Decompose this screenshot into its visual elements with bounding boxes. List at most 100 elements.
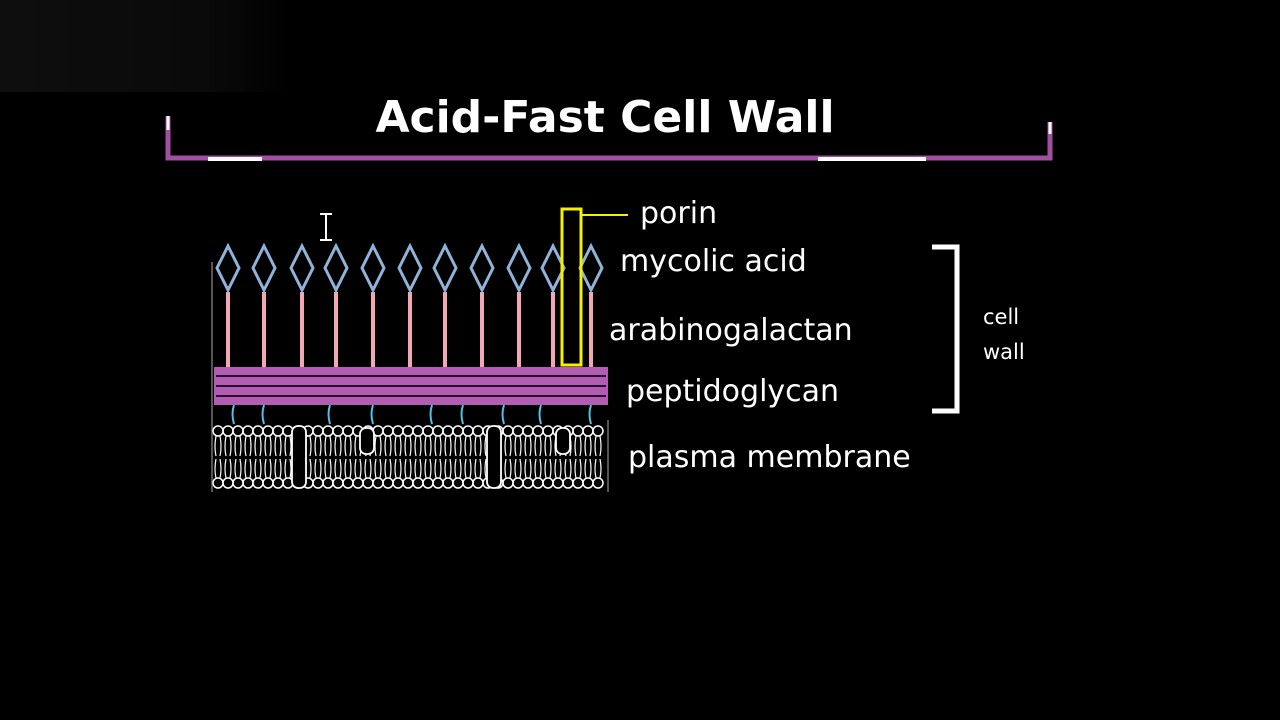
phospholipid-head <box>372 477 384 489</box>
phospholipid-head <box>262 425 274 437</box>
phospholipid-tail <box>514 435 522 479</box>
label-cell-wall-line2: wall <box>983 340 1025 364</box>
phospholipid-head <box>512 477 524 489</box>
mycolic-acid-diamond <box>397 242 423 294</box>
mycolic-acid-diamond <box>469 242 495 294</box>
mycolic-acid-diamond <box>215 242 241 294</box>
phospholipid-head <box>392 477 404 489</box>
phospholipid-tail <box>224 435 232 479</box>
linker <box>327 404 331 425</box>
phospholipid-head <box>542 425 554 437</box>
phospholipid-head <box>212 425 224 437</box>
phospholipid-tail <box>384 435 392 479</box>
phospholipid-tail <box>264 435 272 479</box>
phospholipid-tail <box>524 435 532 479</box>
phospholipid-head <box>332 477 344 489</box>
phospholipid-head <box>242 425 254 437</box>
phospholipid-head <box>442 425 454 437</box>
phospholipid-head <box>422 477 434 489</box>
mycolic-acid-diamond <box>289 242 315 294</box>
text-cursor-icon <box>320 213 332 241</box>
phospholipid-head <box>592 425 604 437</box>
phospholipid-head <box>402 425 414 437</box>
phospholipid-tail <box>254 435 262 479</box>
phospholipid-head <box>322 477 334 489</box>
phospholipid-head <box>242 477 254 489</box>
phospholipid-head <box>432 425 444 437</box>
cell-wall-bracket <box>932 244 960 414</box>
phospholipid-tail <box>214 435 222 479</box>
label-peptidoglycan: peptidoglycan <box>626 374 840 409</box>
phospholipid-tail <box>594 435 602 479</box>
phospholipid-tail <box>404 435 412 479</box>
phospholipid-head <box>522 477 534 489</box>
membrane-protein <box>359 427 375 455</box>
mycolic-acid-diamond <box>540 242 566 294</box>
phospholipid-head <box>452 425 464 437</box>
phospholipid-tail <box>444 435 452 479</box>
linker <box>538 404 542 425</box>
label-mycolic-acid: mycolic acid <box>620 244 807 279</box>
phospholipid-head <box>512 425 524 437</box>
phospholipid-head <box>572 425 584 437</box>
phospholipid-head <box>352 477 364 489</box>
mycolic-acid-diamond <box>251 242 277 294</box>
phospholipid-tail <box>374 435 382 479</box>
phospholipid-head <box>232 477 244 489</box>
membrane-protein <box>555 427 571 455</box>
phospholipid-head <box>472 425 484 437</box>
linker <box>370 404 374 425</box>
linker <box>588 404 592 425</box>
phospholipid-tail <box>504 435 512 479</box>
phospholipid-head <box>542 477 554 489</box>
phospholipid-tail <box>314 435 322 479</box>
phospholipid-head <box>412 477 424 489</box>
phospholipid-head <box>222 425 234 437</box>
phospholipid-head <box>262 477 274 489</box>
label-porin: porin <box>640 196 718 231</box>
phospholipid-head <box>342 477 354 489</box>
linkers <box>231 404 592 425</box>
phospholipid-head <box>572 477 584 489</box>
phospholipid-head <box>402 477 414 489</box>
phospholipid-tail <box>234 435 242 479</box>
phospholipid-tail <box>584 435 592 479</box>
linker <box>261 404 265 425</box>
phospholipid-head <box>362 477 374 489</box>
phospholipid-head <box>272 477 284 489</box>
phospholipid-tail <box>324 435 332 479</box>
mycolic-acid-diamond <box>360 242 386 294</box>
phospholipid-tail <box>244 435 252 479</box>
peptidoglycan-layer <box>214 367 608 405</box>
mycolic-acid-diamond <box>506 242 532 294</box>
phospholipid-head <box>562 477 574 489</box>
phospholipid-head <box>442 477 454 489</box>
phospholipid-tail <box>284 435 292 479</box>
phospholipid-head <box>412 425 424 437</box>
phospholipid-head <box>312 425 324 437</box>
phospholipid-tail <box>574 435 582 479</box>
mycolic-acid-diamond <box>432 242 458 294</box>
phospholipid-head <box>252 477 264 489</box>
phospholipid-tail <box>534 435 542 479</box>
mycolic-acid-layer <box>215 242 604 367</box>
phospholipid-tail <box>414 435 422 479</box>
phospholipid-head <box>382 425 394 437</box>
phospholipid-tail <box>424 435 432 479</box>
plasma-membrane <box>211 262 609 492</box>
phospholipid-head <box>452 477 464 489</box>
phospholipid-tail <box>334 435 342 479</box>
underline-bracket <box>165 116 1053 161</box>
linker <box>460 404 464 425</box>
phospholipid-head <box>342 425 354 437</box>
phospholipid-head <box>582 477 594 489</box>
phospholipid-tail <box>454 435 462 479</box>
mycolic-acid-diamond <box>578 242 604 294</box>
label-plasma-membrane: plasma membrane <box>628 440 911 475</box>
phospholipid-tail <box>394 435 402 479</box>
phospholipid-head <box>212 477 224 489</box>
phospholipid-head <box>252 425 264 437</box>
linker <box>231 404 235 425</box>
